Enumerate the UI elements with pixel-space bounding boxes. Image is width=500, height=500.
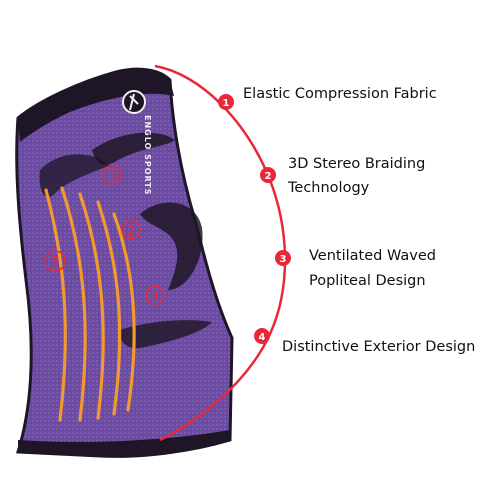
feature-label-2-line-1: 3D Stereo Braiding <box>288 156 426 172</box>
feature-label-3-line-1: Ventilated Waved <box>309 248 436 264</box>
sleeve-top-band <box>18 69 174 142</box>
arc-marker-1: 1 <box>218 94 234 110</box>
sleeve-marker-3-number: 3 <box>51 255 59 270</box>
arc-marker-3-number: 3 <box>280 254 287 265</box>
sleeve-marker-3-circle <box>44 250 66 272</box>
sleeve-marker-2-number: 2 <box>127 224 135 238</box>
stripe-5 <box>112 212 136 412</box>
stripe-2 <box>60 186 87 422</box>
sleeve-marker-4: 4 <box>145 285 165 305</box>
sleeve-marker-4-circle <box>145 285 165 305</box>
arc-marker-4-number: 4 <box>259 332 266 343</box>
arc-marker-2-dot <box>260 167 276 183</box>
arc-marker-2-number: 2 <box>265 171 272 182</box>
stripe-1 <box>44 188 67 422</box>
feature-label-2-line-2: Technology <box>288 180 370 196</box>
brand-logo-text: ENGLO SPORTS <box>143 115 152 196</box>
feature-label-3-line-2: Popliteal Design <box>309 273 426 289</box>
arc-marker-1-number: 1 <box>223 98 230 109</box>
arc-marker-2: 2 <box>260 167 276 183</box>
sleeve-braid-upper <box>92 132 175 165</box>
sleeve-marker-3: 3 <box>44 250 66 272</box>
brand-logo-mark <box>122 90 146 114</box>
stripe-4 <box>96 200 122 416</box>
sleeve-body <box>15 67 234 458</box>
arc-marker-1-dot <box>218 94 234 110</box>
sleeve-braid-left <box>39 154 111 197</box>
sleeve-marker-1-circle <box>102 165 122 185</box>
arc-marker-4: 4 <box>254 328 270 344</box>
sleeve-marker-2: 2 <box>121 220 141 240</box>
sleeve-stripes <box>44 186 136 422</box>
sleeve-marker-2-circle <box>121 220 141 240</box>
sleeve-marker-1-number: 1 <box>108 169 116 183</box>
sleeve-marker-1: 1 <box>102 165 122 185</box>
sleeve-braid-lower <box>119 320 212 349</box>
brand-logo: ENGLO SPORTS <box>122 90 152 196</box>
arc-marker-3: 3 <box>275 250 291 266</box>
arc-marker-3-dot <box>275 250 291 266</box>
arc-marker-4-dot <box>254 328 270 344</box>
brand-logo-figure <box>129 93 139 111</box>
feature-label-1: Elastic Compression Fabric <box>243 86 437 102</box>
feature-label-4: Distinctive Exterior Design <box>282 339 476 355</box>
knee-sleeve-image: ENGLO SPORTS 1 2 3 4 <box>15 67 234 458</box>
sleeve-bottom-band <box>18 430 230 457</box>
sleeve-marker-4-number: 4 <box>151 289 159 303</box>
stripe-3 <box>78 192 105 420</box>
sleeve-braid-kneecap <box>140 202 203 290</box>
